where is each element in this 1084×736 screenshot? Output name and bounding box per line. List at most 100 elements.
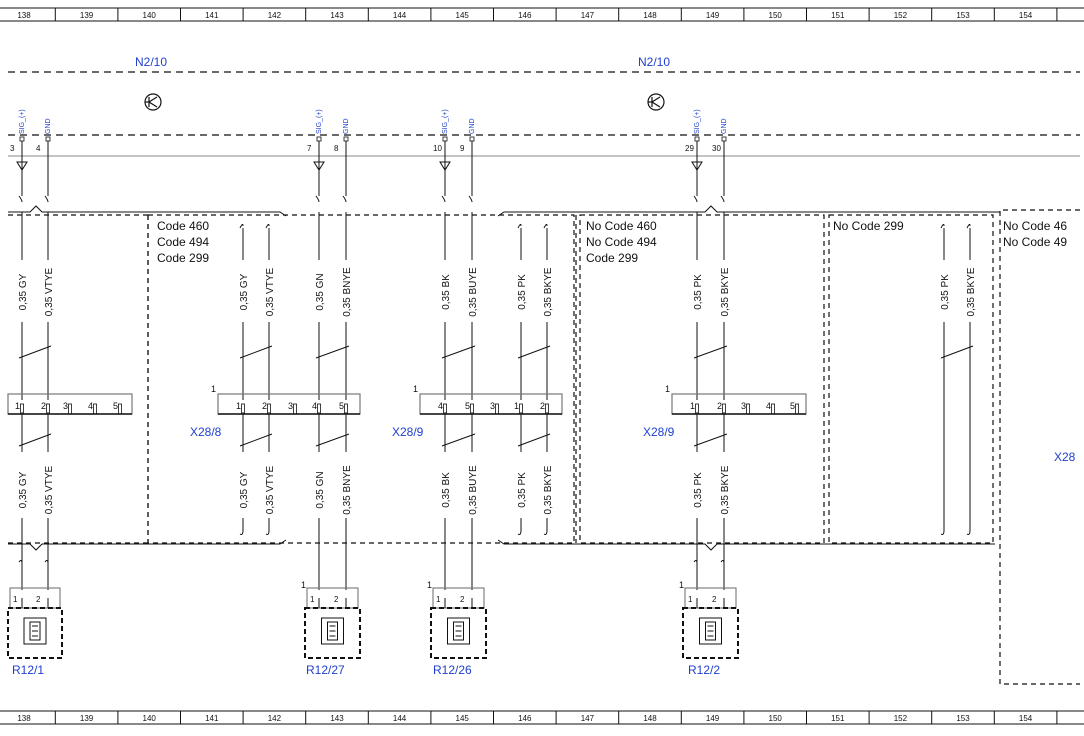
ruler-number: 141 bbox=[205, 11, 219, 20]
pin-number: 9 bbox=[460, 144, 465, 153]
connector-label[interactable]: X28/8 bbox=[190, 425, 222, 439]
wire-label: 0,35 BKYE bbox=[543, 465, 554, 514]
code-box-frames bbox=[8, 209, 1080, 685]
connector-pin: 3 bbox=[288, 401, 293, 411]
connector-label[interactable]: X28 bbox=[1054, 450, 1076, 464]
sensor-label[interactable]: R12/2 bbox=[688, 663, 720, 677]
transistor-icon bbox=[647, 93, 665, 111]
connector-pin: 1 bbox=[15, 401, 20, 411]
sensor-label[interactable]: R12/1 bbox=[12, 663, 44, 677]
sensor-label[interactable]: R12/27 bbox=[306, 663, 345, 677]
pin-number: 29 bbox=[685, 144, 694, 153]
pin-name: GND bbox=[469, 118, 476, 134]
wire-label: 0,35 BKYE bbox=[720, 267, 731, 316]
wire-label: 0,35 BKYE bbox=[966, 267, 977, 316]
connector-pin: 3 bbox=[63, 401, 68, 411]
module-label[interactable]: N2/10 bbox=[638, 55, 670, 69]
ruler-number: 149 bbox=[706, 714, 720, 723]
connector-pin: 4 bbox=[88, 401, 93, 411]
code-line: No Code 46 bbox=[1003, 219, 1067, 233]
wire-label: 0,35 VTYE bbox=[265, 267, 276, 316]
wire-label: 0,35 GN bbox=[315, 273, 326, 310]
temperature-sensor-icon bbox=[447, 617, 470, 645]
wire-label: 0,35 VTYE bbox=[44, 465, 55, 514]
connector-pin: 5 bbox=[465, 401, 470, 411]
connector-pin: 4 bbox=[766, 401, 771, 411]
sensor-label[interactable]: R12/26 bbox=[433, 663, 472, 677]
wire-label: 0,35 PK bbox=[693, 274, 704, 310]
connector-pin: 3 bbox=[490, 401, 495, 411]
wire-label: 0,35 PK bbox=[517, 472, 528, 508]
ruler-number: 153 bbox=[956, 714, 970, 723]
sensor-box bbox=[430, 607, 487, 659]
code-line: Code 494 bbox=[157, 235, 209, 249]
sensor-pin: 1 bbox=[436, 595, 441, 604]
pin-name: SIG_(+) bbox=[442, 109, 449, 134]
wire-label: 0,35 BUYE bbox=[468, 465, 479, 515]
ruler-number: 153 bbox=[956, 11, 970, 20]
sensor-pin: 1 bbox=[688, 595, 693, 604]
code-line: No Code 299 bbox=[833, 219, 904, 233]
ruler-number: 138 bbox=[17, 11, 31, 20]
ruler-number: 148 bbox=[643, 714, 657, 723]
sensor-pin: 2 bbox=[460, 595, 465, 604]
ruler-number: 152 bbox=[894, 11, 908, 20]
sensor-box bbox=[7, 607, 63, 659]
module-label[interactable]: N2/10 bbox=[135, 55, 167, 69]
temperature-sensor-icon bbox=[23, 617, 47, 645]
pin-name: GND bbox=[721, 118, 728, 134]
connector-pin: 5 bbox=[113, 401, 118, 411]
ruler-number: 145 bbox=[456, 714, 470, 723]
connector-label[interactable]: X28/9 bbox=[392, 425, 424, 439]
wire-label: 0,35 PK bbox=[940, 274, 951, 310]
code-line: Code 299 bbox=[157, 251, 209, 265]
ruler-number: 144 bbox=[393, 714, 407, 723]
ruler-number: 149 bbox=[706, 11, 720, 20]
ruler-number: 150 bbox=[769, 714, 783, 723]
pin-number: 4 bbox=[36, 144, 41, 153]
pin-name: GND bbox=[343, 118, 350, 134]
connector-label[interactable]: X28/9 bbox=[643, 425, 675, 439]
ruler-number: 141 bbox=[205, 714, 219, 723]
pin-name: SIG_(+) bbox=[19, 109, 26, 134]
connector-pin: 1 bbox=[236, 401, 241, 411]
pin-number: 3 bbox=[10, 144, 15, 153]
wire-label: 0,35 PK bbox=[517, 274, 528, 310]
ruler-number: 151 bbox=[831, 714, 845, 723]
pin-name: GND bbox=[45, 118, 52, 134]
ruler-number: 146 bbox=[518, 11, 532, 20]
connector-pin: 5 bbox=[339, 401, 344, 411]
pin-number: 30 bbox=[712, 144, 721, 153]
ruler-number: 139 bbox=[80, 11, 94, 20]
wires: 0,35 GY 0,35 GY 0,35 VTYE 0,35 VTYE 0,35 GY 0… bbox=[16, 156, 977, 590]
connector-pin1: 1 bbox=[665, 384, 670, 394]
code-line: No Code 494 bbox=[586, 235, 657, 249]
wire-label: 0,35 GY bbox=[18, 471, 29, 508]
pin-name: SIG_(+) bbox=[694, 109, 701, 134]
sensor-pin: 1 bbox=[13, 595, 18, 604]
ruler-number: 143 bbox=[330, 11, 344, 20]
wire-label: 0,35 GY bbox=[18, 273, 29, 310]
ruler-number: 140 bbox=[143, 11, 157, 20]
sensor-box bbox=[682, 607, 739, 659]
wire-label: 0,35 GY bbox=[239, 273, 250, 310]
ruler-number: 139 bbox=[80, 714, 94, 723]
wire-label: 0,35 BK bbox=[441, 274, 452, 310]
sensor-pin: 1 bbox=[310, 595, 315, 604]
ruler-number: 152 bbox=[894, 714, 908, 723]
ruler-number: 148 bbox=[643, 11, 657, 20]
pin-number: 7 bbox=[307, 144, 312, 153]
ruler-number: 142 bbox=[268, 714, 282, 723]
connector-pin: 5 bbox=[790, 401, 795, 411]
ruler-number: 145 bbox=[456, 11, 470, 20]
ruler-number: 143 bbox=[330, 714, 344, 723]
wire-label: 0,35 GY bbox=[239, 471, 250, 508]
wire-label: 0,35 GN bbox=[315, 471, 326, 508]
connector-pin: 4 bbox=[438, 401, 443, 411]
wire-label: 0,35 VTYE bbox=[44, 267, 55, 316]
transistor-icon bbox=[144, 93, 162, 111]
temperature-sensor-icon bbox=[321, 617, 344, 645]
